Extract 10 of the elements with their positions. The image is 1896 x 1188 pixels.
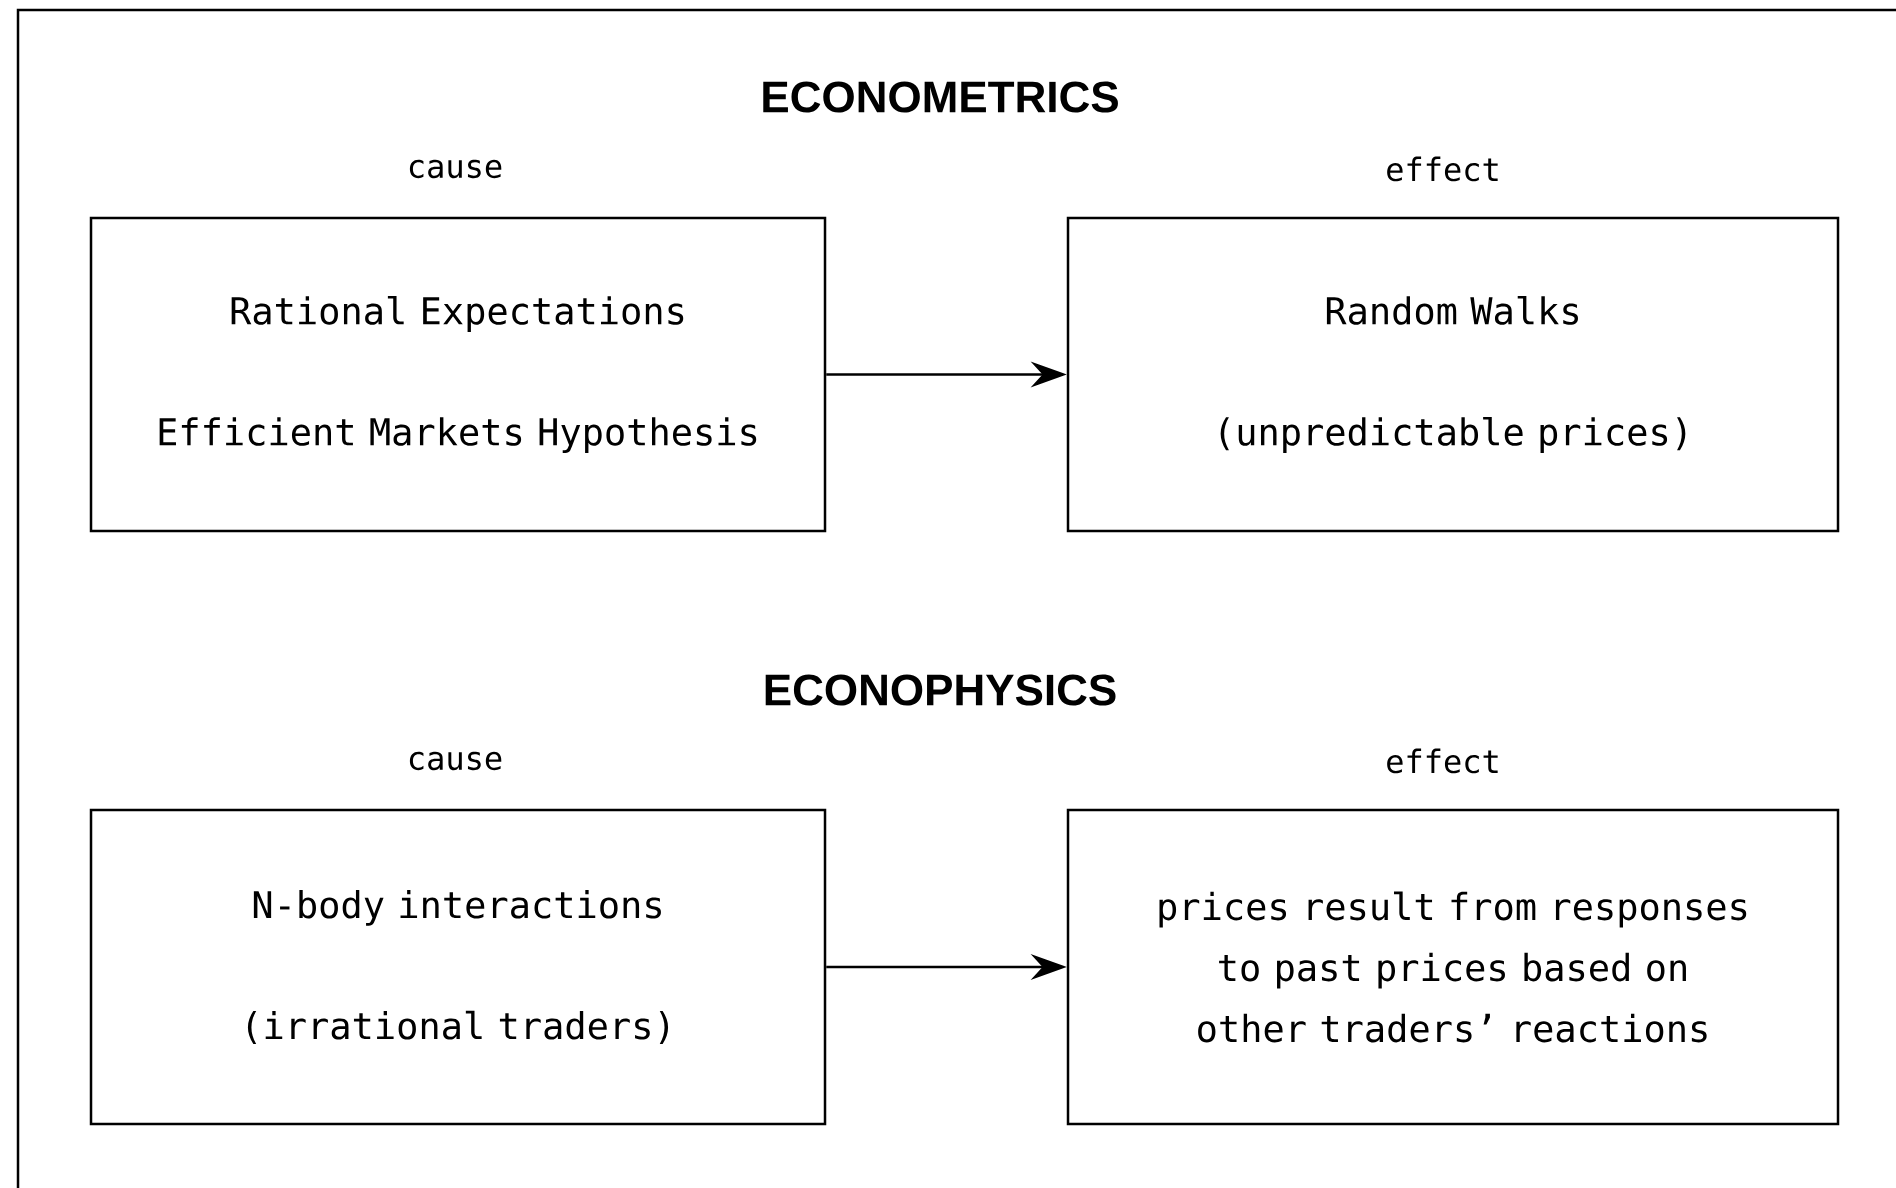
text-box: Random Walks (unpredictable prices) [1066,216,1840,533]
section-heading: ECONOPHYSICS [765,674,1116,706]
text-box: prices result from responses to past prices based on other traders’ reactions [1066,808,1840,1126]
text-box: Rational Expectations Efficient Markets Hypothesis [89,216,827,533]
column-label: cause [409,159,502,179]
section-heading: ECONOMETRICS [763,81,1118,113]
column-label: effect [1387,156,1498,182]
text-box: N-body interactions (irrational traders) [89,808,827,1126]
column-label: cause [409,751,502,771]
column-label: effect [1387,748,1498,774]
